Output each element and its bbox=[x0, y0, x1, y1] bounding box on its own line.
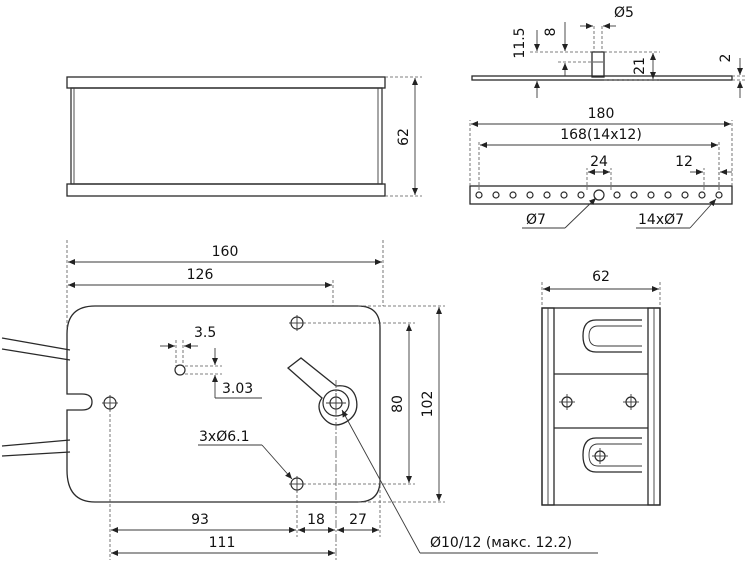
dim-160: 160 bbox=[212, 244, 239, 260]
dim-24: 24 bbox=[590, 154, 608, 170]
dim-3-5: 3.5 bbox=[194, 325, 216, 341]
dim-111: 111 bbox=[209, 535, 236, 551]
plate-holes bbox=[475, 189, 723, 201]
dim-126: 126 bbox=[187, 267, 214, 283]
dim-phi5: Ø5 bbox=[614, 5, 634, 21]
dim-12: 12 bbox=[675, 154, 693, 170]
side-view: 62 bbox=[66, 76, 422, 197]
dim-62-side: 62 bbox=[396, 128, 412, 146]
dim-102: 102 bbox=[420, 391, 436, 418]
dim-shaft: Ø10/12 (макс. 12.2) bbox=[430, 535, 572, 551]
dim-62-bracket: 62 bbox=[592, 269, 610, 285]
dim-14-holes: 14xØ7 bbox=[638, 212, 684, 228]
dim-3-03: 3.03 bbox=[222, 381, 253, 397]
dim-21: 21 bbox=[632, 57, 648, 75]
bracket-view: 62 bbox=[541, 269, 661, 506]
front-view: 160 126 3.5 3.03 3xØ6.1 bbox=[1, 240, 598, 560]
dim-11-5: 11.5 bbox=[512, 27, 528, 58]
dim-180: 180 bbox=[588, 106, 615, 122]
dim-2: 2 bbox=[718, 54, 734, 63]
clamp-side-view: Ø5 11.5 8 21 2 bbox=[471, 5, 745, 98]
dim-3-holes: 3xØ6.1 bbox=[199, 429, 249, 445]
dim-168: 168(14x12) bbox=[560, 127, 642, 143]
dim-80: 80 bbox=[390, 395, 406, 413]
dim-93: 93 bbox=[191, 512, 209, 528]
dim-18: 18 bbox=[307, 512, 325, 528]
dim-phi7: Ø7 bbox=[526, 212, 546, 228]
dim-8: 8 bbox=[543, 28, 559, 37]
clamp-plate-view: 180 168(14x12) 24 12 Ø7 14xØ7 bbox=[469, 106, 733, 229]
dim-27: 27 bbox=[349, 512, 367, 528]
